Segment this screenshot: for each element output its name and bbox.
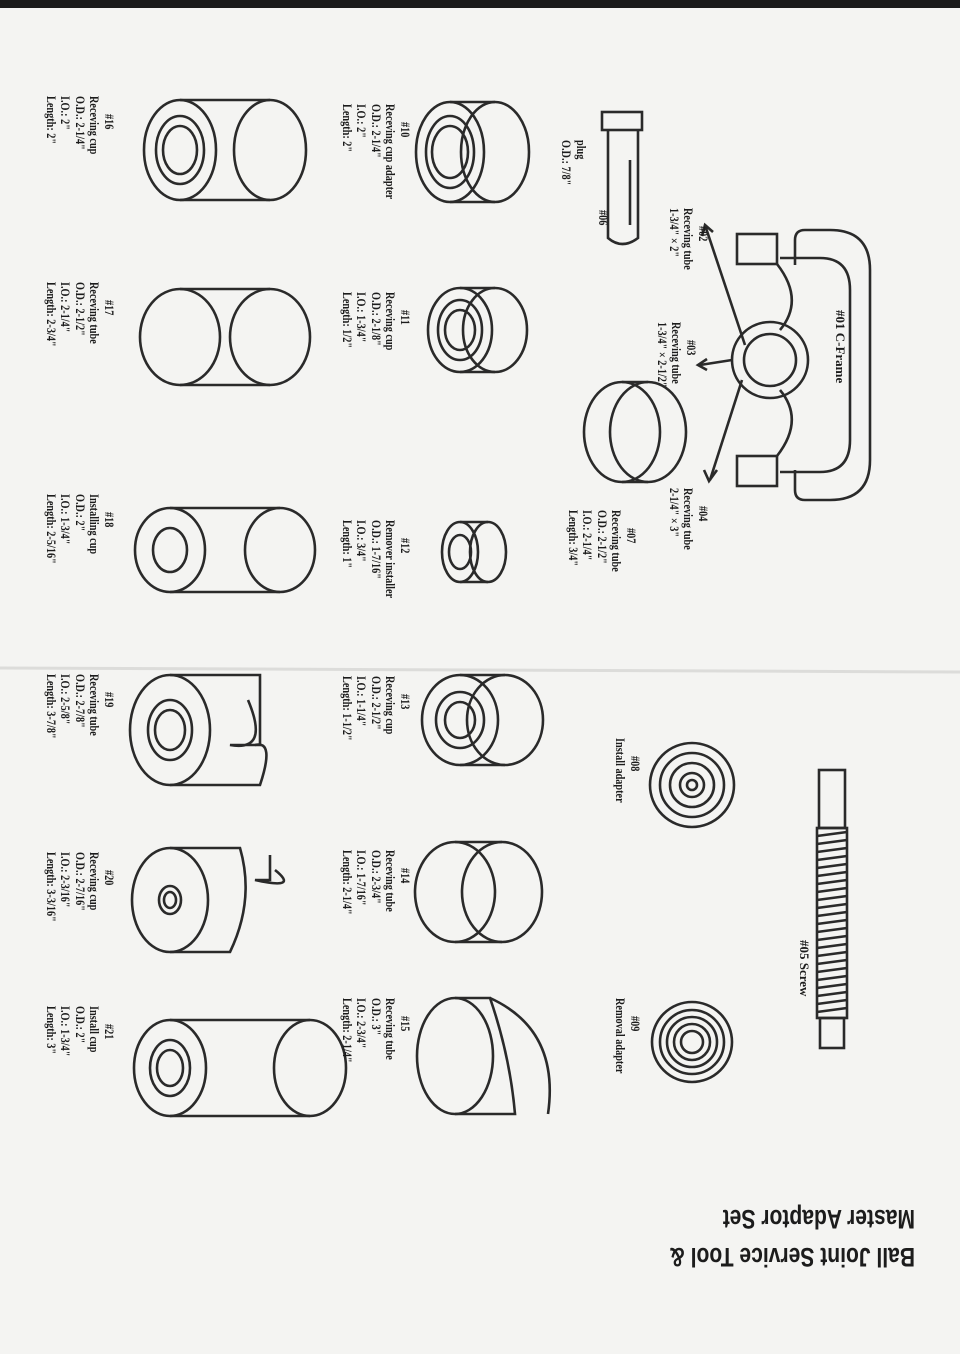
screw-drawing (815, 768, 849, 1050)
plug-drawing (600, 110, 644, 246)
installing-cup-18-drawing (133, 506, 317, 594)
cup-13-drawing (420, 673, 545, 767)
tube-07-drawing (582, 380, 688, 484)
cup-adapter-10-drawing (414, 100, 531, 204)
install-cup-21-drawing (132, 1018, 348, 1118)
scan-top-border (0, 0, 960, 8)
cup-11-drawing (426, 286, 529, 374)
c-frame-drawing (695, 222, 872, 502)
label-c-frame: #01 C-Frame (833, 310, 848, 384)
tube-15-drawing (415, 996, 552, 1116)
install-adapter-drawing (648, 741, 736, 829)
tube-14-drawing (413, 840, 544, 944)
tube-17-drawing (138, 287, 312, 387)
cup-16-drawing (142, 98, 308, 202)
tube-19-drawing (128, 673, 268, 787)
remover-installer-12-drawing (440, 520, 508, 584)
removal-adapter-drawing (650, 1000, 734, 1084)
label-part-06-number: #06 (596, 210, 610, 226)
label-screw: #05 Screw (797, 940, 812, 997)
cup-20-drawing (130, 846, 286, 954)
